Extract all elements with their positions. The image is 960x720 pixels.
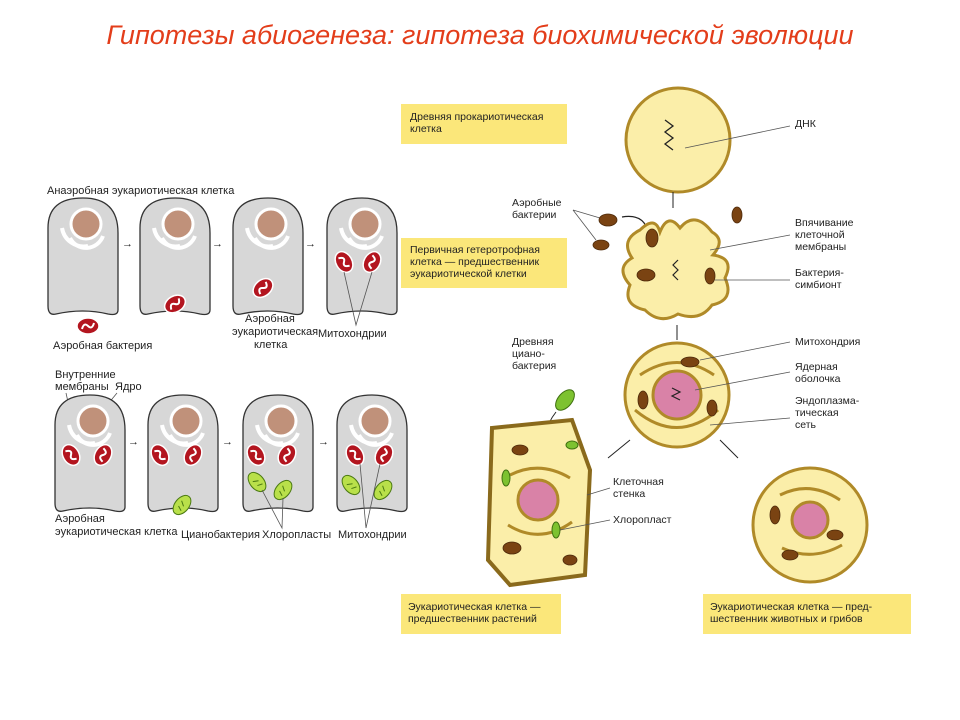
label-invagination-1: Впячивание bbox=[795, 217, 854, 229]
mitochondrion bbox=[511, 444, 529, 456]
arrow: → bbox=[318, 436, 329, 448]
mitochondrion bbox=[562, 554, 578, 566]
symbiont bbox=[636, 268, 656, 282]
label-aerobic-bacterium: Аэробная бактерия bbox=[53, 340, 152, 352]
prokaryote-cell bbox=[624, 86, 732, 194]
chloroplast bbox=[501, 469, 511, 487]
left-top-row: Анаэробная эукариотическая клетка Аэробн… bbox=[46, 185, 399, 352]
label-inner-membranes-2: мембраны bbox=[55, 381, 109, 393]
label-mitochondria-2: Митохондрии bbox=[338, 529, 407, 541]
label-cyano-2: циано- bbox=[512, 348, 545, 360]
chloroplast bbox=[551, 521, 561, 539]
label-aerobic-eukaryote-b: эукариотическая клетка bbox=[55, 526, 178, 538]
arrow-diagonal bbox=[607, 439, 739, 459]
arrow: → bbox=[305, 238, 316, 250]
label-cell-wall-2: стенка bbox=[613, 488, 645, 500]
label-cell-wall-1: Клеточная bbox=[613, 476, 664, 488]
box-heterotroph-text-2: клетка — предшественник bbox=[410, 256, 539, 268]
label-cyano-3: бактерия bbox=[512, 360, 556, 372]
label-inner-membranes-1: Внутренние bbox=[55, 369, 116, 381]
box-animal-text-1: Эукариотическая клетка — пред- bbox=[710, 601, 873, 613]
bacterium bbox=[731, 206, 743, 224]
mitochondrion bbox=[781, 549, 799, 561]
dna-icon bbox=[672, 259, 679, 281]
mitochondrion bbox=[637, 390, 649, 410]
label-anaerobic-cell: Анаэробная эукариотическая клетка bbox=[47, 185, 235, 197]
cyanobacterium bbox=[555, 389, 575, 411]
label-cyanobacterium: Цианобактерия bbox=[181, 529, 260, 541]
label-er-1: Эндоплазма- bbox=[795, 395, 860, 407]
label-symbiont-1: Бактерия- bbox=[795, 267, 844, 279]
label-chloroplast: Хлоропласт bbox=[613, 514, 672, 526]
box-heterotroph bbox=[401, 238, 567, 288]
arrow: → bbox=[122, 238, 133, 250]
box-heterotroph-text-3: эукариотической клетки bbox=[410, 268, 527, 280]
label-mitochondrion: Митохондрия bbox=[795, 336, 860, 348]
cell-3 bbox=[231, 196, 305, 317]
label-aerobic-eukaryote-1: Аэробная bbox=[245, 313, 295, 325]
label-nucleus: Ядро bbox=[115, 381, 142, 393]
label-aerobic-bacteria-1: Аэробные bbox=[512, 197, 562, 209]
right-diagram: Древняя прокариотическая клетка ДНК Аэро… bbox=[401, 86, 911, 634]
label-symbiont-2: симбионт bbox=[795, 279, 842, 291]
label-chloroplasts: Хлоропласты bbox=[262, 529, 331, 541]
arrow: → bbox=[222, 436, 233, 448]
box-animal-text-2: шественник животных и грибов bbox=[710, 613, 863, 625]
symbiont bbox=[704, 267, 716, 285]
label-nuclear-envelope-1: Ядерная bbox=[795, 361, 838, 373]
box-prokaryote-text-1: Древняя прокариотическая bbox=[410, 111, 543, 123]
box-prokaryote-text-2: клетка bbox=[410, 123, 442, 135]
label-aerobic-eukaryote-a: Аэробная bbox=[55, 513, 105, 525]
label-aerobic-eukaryote-2: эукариотическая bbox=[232, 326, 318, 338]
box-animal bbox=[703, 594, 911, 634]
label-dna: ДНК bbox=[795, 118, 817, 130]
label-aerobic-eukaryote-3: клетка bbox=[254, 339, 288, 351]
mitochondrion bbox=[680, 356, 700, 368]
nucleus bbox=[651, 369, 703, 421]
label-cyano-1: Древняя bbox=[512, 336, 554, 348]
bacterium bbox=[598, 213, 618, 227]
box-plant bbox=[401, 594, 561, 634]
label-er-3: сеть bbox=[795, 419, 817, 431]
box-plant-text-1: Эукариотическая клетка — bbox=[408, 601, 541, 613]
label-mitochondria: Митохондрии bbox=[318, 328, 387, 340]
mitochondrion bbox=[502, 541, 522, 555]
aerobic-bacterium bbox=[76, 317, 100, 335]
cell-1 bbox=[46, 196, 120, 317]
left-bottom-row: Внутренние мембраны Ядро Аэробная эукари… bbox=[53, 369, 409, 541]
animal-nucleus bbox=[790, 500, 830, 540]
label-invagination-2: клеточной bbox=[795, 229, 845, 241]
label-aerobic-bacteria-2: бактерии bbox=[512, 209, 557, 221]
bacterium bbox=[645, 228, 659, 248]
chloroplast bbox=[565, 440, 579, 450]
dna-icon bbox=[663, 119, 675, 151]
slide-title: Гипотезы абиогенеза: гипотеза биохимичес… bbox=[106, 20, 854, 50]
plant-nucleus bbox=[516, 478, 560, 522]
bacterium bbox=[592, 239, 610, 251]
label-er-2: тическая bbox=[795, 407, 839, 419]
box-heterotroph-text-1: Первичная гетеротрофная bbox=[410, 244, 540, 256]
arrow: → bbox=[212, 238, 223, 250]
mitochondrion bbox=[769, 505, 781, 525]
box-plant-text-2: предшественник растений bbox=[408, 613, 537, 625]
mitochondrion bbox=[826, 529, 844, 541]
label-invagination-3: мембраны bbox=[795, 241, 846, 253]
label-nuclear-envelope-2: оболочка bbox=[795, 373, 841, 385]
arrow: → bbox=[128, 436, 139, 448]
mitochondrion bbox=[706, 399, 718, 417]
box-prokaryote bbox=[401, 104, 567, 144]
